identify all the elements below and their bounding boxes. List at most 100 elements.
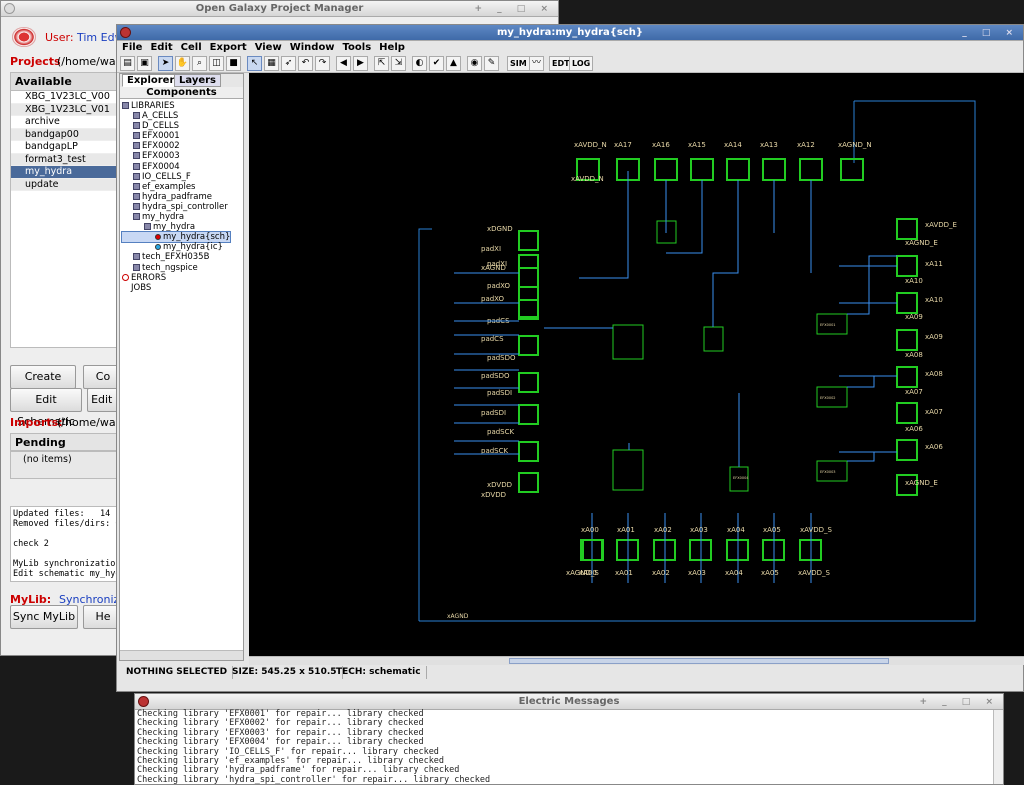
controller-block	[612, 449, 644, 491]
library-icon	[133, 263, 140, 271]
project-list-item[interactable]: XBG_1V23LC_V01	[11, 103, 117, 116]
tree-item[interactable]: LIBRARIES	[122, 101, 230, 111]
scroll-thumb[interactable]	[509, 658, 889, 664]
window-controls-icon[interactable]: + _ □ ×	[919, 697, 999, 707]
tree-item[interactable]: EFX0001	[122, 131, 230, 141]
right-pad-label: xA08	[925, 370, 943, 378]
log-line: check 2	[13, 539, 49, 549]
menu-help[interactable]: Help	[379, 42, 405, 53]
edit-icon[interactable]: ✎	[484, 56, 499, 71]
open-icon[interactable]: ▤	[120, 56, 135, 71]
tab-layers[interactable]: Layers	[174, 74, 221, 87]
expand-icon[interactable]: ◐	[412, 56, 427, 71]
redo-icon[interactable]: ↷	[315, 56, 330, 71]
project-list-item[interactable]: update	[11, 178, 117, 191]
stop-icon[interactable]: ■	[226, 56, 241, 71]
tree-item[interactable]: hydra_spi_controller	[122, 202, 230, 212]
project-list-item[interactable]: XBG_1V23LC_V00	[11, 91, 117, 104]
tree-item[interactable]: A_CELLS	[122, 111, 230, 121]
tree-item[interactable]: my_hydra{ic}	[122, 242, 230, 252]
left-pad-label: padXI	[481, 245, 501, 253]
window-controls-icon[interactable]: + _ □ ×	[474, 4, 554, 14]
special-select-icon[interactable]: ➶	[281, 56, 296, 71]
library-icon	[133, 152, 140, 160]
project-list-item[interactable]: format3_test	[11, 153, 117, 166]
warn-icon[interactable]: ▲	[446, 56, 461, 71]
undo-icon[interactable]: ↶	[298, 56, 313, 71]
edit-schematic-button[interactable]: Edit Schematic	[10, 388, 82, 428]
tree-item[interactable]: my_hydra{sch}	[120, 231, 232, 244]
messages-titlebar[interactable]: Electric Messages + _ □ ×	[135, 694, 1003, 710]
sim-button[interactable]: SIM	[507, 56, 530, 71]
top-pad	[654, 158, 678, 181]
top-pad-label: xA17	[614, 141, 632, 149]
menu-tools[interactable]: Tools	[342, 42, 372, 53]
menu-window[interactable]: Window	[289, 42, 335, 53]
app-icon	[138, 696, 149, 707]
top-pad-label: xA15	[688, 141, 706, 149]
select-icon[interactable]: ➤	[158, 56, 173, 71]
tree-item[interactable]: EFX0004	[122, 162, 230, 172]
editor-titlebar[interactable]: my_hydra:my_hydra{sch} _ □ ×	[117, 25, 1023, 41]
tree-item[interactable]: ERRORS	[122, 273, 230, 283]
messages-scrollbar[interactable]	[993, 710, 1003, 784]
components-header[interactable]: Components	[120, 87, 243, 99]
menu-view[interactable]: View	[254, 42, 282, 53]
pan-icon[interactable]: ✋	[175, 56, 190, 71]
tree-item[interactable]: my_hydra	[122, 212, 230, 222]
show-icon[interactable]: ◉	[467, 56, 482, 71]
tree-item[interactable]: EFX0003	[122, 151, 230, 161]
cell-icon	[144, 223, 151, 231]
tree-item[interactable]: JOBS	[122, 283, 230, 293]
menu-edit[interactable]: Edit	[150, 42, 173, 53]
up-hier-icon[interactable]: ⇱	[374, 56, 389, 71]
tree-item[interactable]: EFX0002	[122, 141, 230, 151]
project-list-item[interactable]: my_hydra	[11, 166, 117, 179]
tree-item[interactable]: D_CELLS	[122, 121, 230, 131]
project-list-item[interactable]: bandgap00	[11, 128, 117, 141]
pending-imports-header: Pending Imports:	[10, 433, 118, 467]
back-icon[interactable]: ◀	[336, 56, 351, 71]
app-icon	[120, 27, 131, 38]
menu-file[interactable]: File	[122, 42, 143, 53]
tree-item[interactable]: ef_examples	[122, 182, 230, 192]
project-list-item[interactable]: archive	[11, 116, 117, 129]
zoom-icon[interactable]: ⌕	[192, 56, 207, 71]
explorer-hscrollbar[interactable]	[120, 650, 243, 660]
menu-export[interactable]: Export	[209, 42, 247, 53]
tab-explorer[interactable]: Explorer	[122, 74, 180, 87]
log-line: Edit schematic my_hydra	[13, 569, 117, 579]
efx-block-label: EFX0004	[733, 476, 749, 480]
tree-item[interactable]: tech_EFXH035B	[122, 252, 230, 262]
check-icon[interactable]: ✔	[429, 56, 444, 71]
tree-item[interactable]: tech_ngspice	[122, 263, 230, 273]
log-button[interactable]: LOG	[569, 56, 594, 71]
waveform-icon[interactable]: 〰	[529, 56, 544, 71]
tree-item-label: IO_CELLS_F	[142, 171, 191, 182]
tree-item[interactable]: hydra_padframe	[122, 192, 230, 202]
frame-wire	[418, 228, 432, 621]
window-controls-icon[interactable]: _ □ ×	[962, 28, 1019, 38]
right-pad-label: xAGND_E	[905, 479, 938, 487]
save-icon[interactable]: ▣	[137, 56, 152, 71]
arrow-select-icon[interactable]: ↖	[247, 56, 262, 71]
tree-item[interactable]: my_hydra	[122, 222, 230, 232]
zoom-fit-icon[interactable]: ◫	[209, 56, 224, 71]
menu-cell[interactable]: Cell	[180, 42, 202, 53]
forward-icon[interactable]: ▶	[353, 56, 368, 71]
tree-item[interactable]: IO_CELLS_F	[122, 172, 230, 182]
canvas-hscrollbar[interactable]	[249, 656, 1024, 665]
project-manager-titlebar[interactable]: Open Galaxy Project Manager + _ □ ×	[1, 1, 558, 17]
down-hier-icon[interactable]: ⇲	[391, 56, 406, 71]
tree-item-label: ef_examples	[142, 181, 196, 192]
create-button[interactable]: Create	[10, 365, 76, 389]
area-select-icon[interactable]: ▦	[264, 56, 279, 71]
project-list-item[interactable]: bandgapLP	[11, 141, 117, 154]
left-pad-label: padSCK	[481, 447, 509, 455]
efx-block	[816, 460, 848, 482]
sync-mylib-button[interactable]: Sync MyLib	[10, 605, 78, 629]
left-pad	[518, 267, 539, 288]
